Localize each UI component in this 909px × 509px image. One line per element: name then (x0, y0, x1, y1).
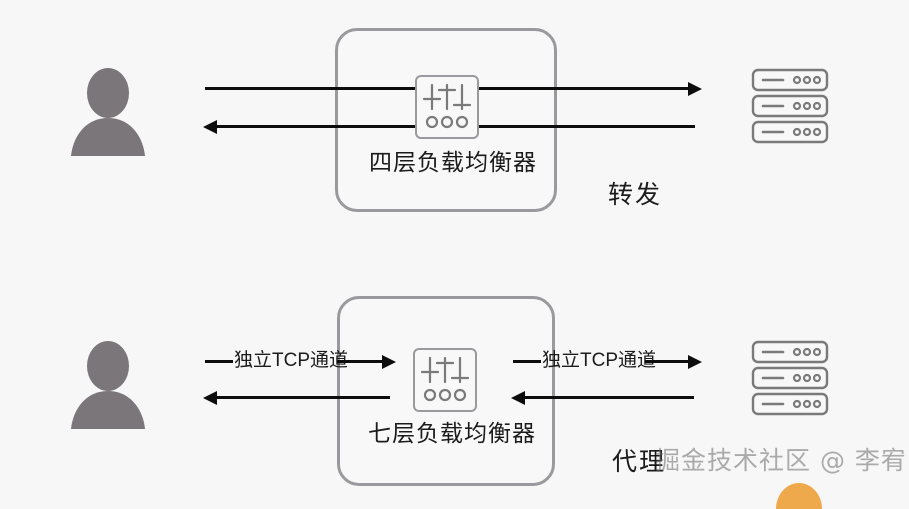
layer7-right-return-line (524, 396, 694, 399)
layer7-left-return-arrowhead (203, 390, 217, 405)
layer7-right-forward-line-b (645, 360, 690, 363)
layer7-left-forward-arrowhead (382, 354, 396, 369)
diagram-canvas: 四层负载均衡器 转发 (70, 28, 907, 509)
layer7-right-return-arrowhead (511, 390, 525, 405)
layer7-left-return-line (216, 396, 390, 399)
layer7-left-channel-label: 独立TCP通道 (234, 350, 349, 371)
watermark-text: 掘金技术社区 @ 李宥 (655, 446, 907, 475)
layer4-mode-caption: 转发 (608, 181, 663, 209)
accent-orange-shape (776, 483, 822, 509)
layer7-load-balancer-sliders-icon (413, 348, 477, 412)
layer4-load-balancer-sliders-icon (415, 75, 479, 139)
layer7-right-forward-arrowhead (688, 354, 702, 369)
layer7-lb-caption: 七层负载均衡器 (368, 420, 536, 446)
layer7-mode-caption: 代理 (612, 448, 667, 476)
layer7-left-forward-line-b (337, 360, 384, 363)
client-avatar-bottom (70, 333, 146, 431)
layer4-flow-return-arrowhead (203, 119, 217, 134)
client-avatar-top (70, 60, 146, 158)
layer7-right-channel-label: 独立TCP通道 (542, 350, 657, 371)
layer4-flow-forward-arrowhead (688, 81, 702, 96)
server-stack-bottom (751, 340, 829, 416)
layer7-left-forward-line-a (205, 360, 233, 363)
layer7-right-forward-line-a (513, 360, 541, 363)
layer4-lb-caption: 四层负载均衡器 (369, 149, 537, 175)
server-stack-top (751, 68, 829, 144)
